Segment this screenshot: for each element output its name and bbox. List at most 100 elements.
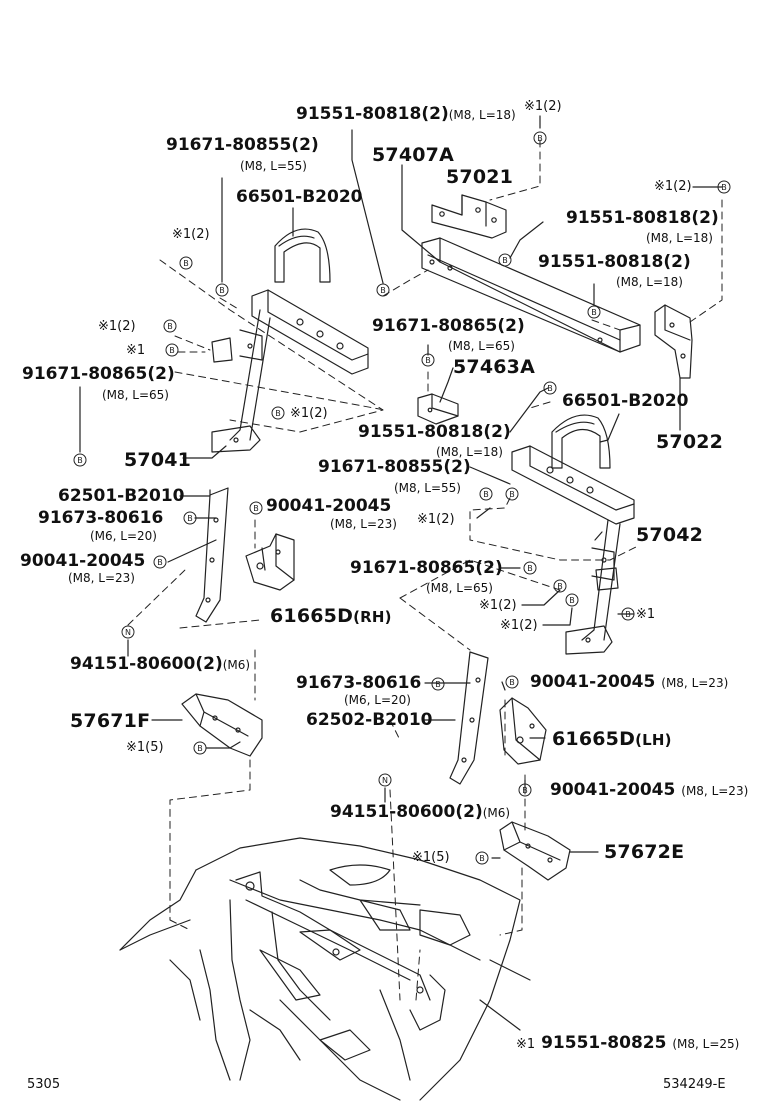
svg-text:B: B (187, 514, 193, 523)
note-ref-1-5-right: ※1(5) (412, 850, 450, 865)
svg-text:B: B (502, 256, 508, 265)
callout-letters: B B B B B B B B B B B B B B B B B B B B … (77, 134, 727, 863)
svg-text:B: B (169, 346, 175, 355)
callout-circles (73, 131, 731, 865)
label-57407A: 57407A (372, 144, 455, 166)
note-ref-1-mid: ※1(2) (417, 512, 455, 527)
svg-text:B: B (591, 308, 597, 317)
spec-91671-80865-center: (M8, L=65) (448, 339, 515, 353)
spec-91551-80818-center: (M8, L=18) (436, 445, 503, 459)
bracket-61665D-LH (499, 697, 547, 765)
svg-text:B: B (183, 259, 189, 268)
label-62502-B2010: 62502-B2010 (306, 710, 433, 730)
svg-text:B: B (197, 744, 203, 753)
svg-text:B: B (479, 854, 485, 863)
spec-91551-80818-right-b: (M8, L=18) (616, 275, 683, 289)
svg-text:B: B (219, 286, 225, 295)
label-90041-20045-b: 90041-20045 (20, 551, 146, 571)
svg-text:B: B (537, 134, 543, 143)
svg-text:B: B (522, 786, 528, 795)
svg-text:B: B (509, 490, 515, 499)
note-ref-1-left-b: ※1(2) (98, 319, 136, 334)
svg-text:B: B (167, 322, 173, 331)
label-91673-80616-left: 91673-80616 (38, 508, 164, 528)
svg-text:B: B (157, 558, 163, 567)
arch-left (274, 228, 331, 283)
label-62501-B2010: 62501-B2010 (58, 486, 185, 506)
footer-illustration-id: 534249-E (663, 1077, 726, 1092)
spec-91673-80616-left: (M6, L=20) (90, 529, 157, 543)
spec-91671-80855-left: (M8, L=55) (240, 159, 307, 173)
note-ref-1-right-b: ※1(2) (500, 618, 538, 633)
svg-text:B: B (380, 286, 386, 295)
bracket-57021 (431, 194, 507, 239)
svg-text:B: B (625, 610, 631, 619)
svg-text:B: B (425, 356, 431, 365)
frame-57041 (211, 289, 369, 453)
svg-text:N: N (382, 776, 388, 785)
svg-text:B: B (527, 564, 533, 573)
svg-text:B: B (557, 582, 563, 591)
footnote-91551-80825: ※1 91551-80825 (M8, L=25) (516, 1033, 740, 1053)
label-91671-80865-right: 91671-80865(2) (350, 558, 503, 578)
svg-text:B: B (483, 490, 489, 499)
note-ref-1-top: ※1(2) (524, 99, 562, 114)
label-90041-20045-d: 90041-20045 (M8, L=23) (550, 780, 749, 800)
label-61665D-LH: 61665D(LH) (552, 728, 672, 750)
frame-57042 (511, 445, 635, 655)
label-57042: 57042 (636, 524, 704, 546)
spec-91671-80865-right: (M8, L=65) (426, 581, 493, 595)
label-57463A: 57463A (453, 356, 536, 378)
svg-text:B: B (547, 384, 553, 393)
label-91671-80865-center: 91671-80865(2) (372, 316, 525, 336)
footer-page-code: 5305 (27, 1077, 61, 1092)
label-91671-80855-left: 91671-80855(2) (166, 135, 319, 155)
svg-text:B: B (569, 596, 575, 605)
label-57672E: 57672E (604, 841, 685, 863)
note-ref-1-left-c: ※1 (126, 343, 146, 358)
label-90041-20045-a: 90041-20045 (266, 496, 392, 516)
label-91671-80855-right: 91671-80855(2) (318, 457, 471, 477)
strap-62502 (449, 651, 489, 785)
vehicle-floor (119, 837, 531, 1101)
svg-text:B: B (253, 504, 259, 513)
bracket-57671F (181, 693, 263, 757)
arch-right (551, 414, 611, 469)
label-57022: 57022 (656, 431, 724, 453)
svg-text:B: B (275, 409, 281, 418)
bracket-61665D-RH (245, 533, 295, 591)
label-66501-B2020-left: 66501-B2020 (236, 187, 363, 207)
note-ref-1-right-top: ※1(2) (654, 179, 692, 194)
label-91551-80818-right-a: 91551-80818(2) (566, 208, 719, 228)
strap-62501 (195, 487, 229, 623)
label-91551-80818-center: 91551-80818(2) (358, 422, 511, 442)
label-91673-80616-right: 91673-80616 (296, 673, 422, 693)
label-66501-B2020-right: 66501-B2020 (562, 391, 689, 411)
label-91671-80865-left: 91671-80865(2) (22, 364, 175, 384)
svg-text:B: B (77, 456, 83, 465)
bracket-57463A (417, 393, 459, 425)
label-57021: 57021 (446, 166, 514, 188)
label-57671F: 57671F (70, 710, 151, 732)
label-61665D-RH: 61665D(RH) (270, 605, 392, 627)
svg-text:B: B (721, 183, 727, 192)
note-ref-1-left-a: ※1(2) (172, 227, 210, 242)
svg-text:N: N (125, 628, 131, 637)
label-94151-80600-left: 94151-80600(2)(M6) (70, 654, 251, 674)
bracket-57022 (654, 304, 693, 379)
note-ref-1-5-left: ※1(5) (126, 740, 164, 755)
dashed-assembly-lines (127, 139, 723, 1001)
spec-91671-80865-left: (M8, L=65) (102, 388, 169, 402)
note-ref-1-center: ※1(2) (290, 406, 328, 421)
svg-text:B: B (435, 680, 441, 689)
label-57041: 57041 (124, 449, 192, 471)
spec-91673-80616-right: (M6, L=20) (344, 693, 411, 707)
bracket-57672E (499, 821, 571, 881)
label-90041-20045-c: 90041-20045 (M8, L=23) (530, 672, 729, 692)
spec-91671-80855-right: (M8, L=55) (394, 481, 461, 495)
note-ref-1-right-a: ※1(2) (479, 598, 517, 613)
label-91551-80818-right-b: 91551-80818(2) (538, 252, 691, 272)
spec-90041-20045-a: (M8, L=23) (330, 517, 397, 531)
